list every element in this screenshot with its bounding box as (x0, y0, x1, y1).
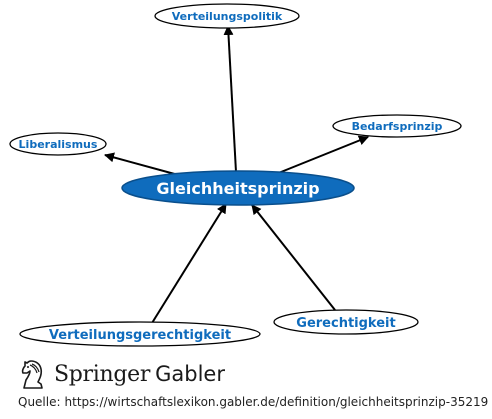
edge-gerechtigkeit-to-center (251, 204, 336, 311)
logo-sub: Gabler (155, 362, 225, 386)
concept-map: Gleichheitsprinzip Verteilungspolitik Li… (9, 3, 462, 347)
springer-gabler-logo: Springer Gabler (18, 358, 225, 390)
source-url[interactable]: https://wirtschaftslexikon.gabler.de/def… (64, 395, 489, 409)
node-bedarfsprinzip[interactable]: Bedarfsprinzip (332, 114, 462, 138)
source-label: Quelle: (18, 395, 61, 409)
edge-center-to-verteilungspolitik (223, 25, 237, 173)
edge-verteilungsgerechtigkeit-to-center (151, 203, 227, 324)
center-node[interactable]: Gleichheitsprinzip (121, 170, 355, 206)
node-verteilungspolitik-label: Verteilungspolitik (172, 10, 283, 23)
node-liberalismus-shape (9, 132, 107, 156)
node-liberalismus[interactable]: Liberalismus (9, 132, 107, 156)
source-line: Quelle:https://wirtschaftslexikon.gabler… (18, 395, 492, 409)
node-gerechtigkeit-shape (273, 309, 419, 335)
edge-center-to-bedarfsprinzip (275, 135, 369, 175)
center-node-shape (121, 170, 355, 206)
node-gerechtigkeit-label: Gerechtigkeit (296, 316, 395, 331)
node-liberalismus-label: Liberalismus (19, 138, 98, 151)
node-bedarfsprinzip-shape (332, 114, 462, 138)
node-verteilungsgerechtigkeit[interactable]: Verteilungsgerechtigkeit (19, 321, 261, 347)
node-bedarfsprinzip-label: Bedarfsprinzip (352, 120, 443, 133)
logo-brand: Springer (54, 361, 151, 387)
node-verteilungspolitik[interactable]: Verteilungspolitik (154, 3, 300, 29)
edge-center-to-liberalismus (104, 152, 183, 177)
node-verteilungsgerechtigkeit-shape (19, 321, 261, 347)
horse-chess-knight-icon (21, 360, 43, 389)
center-node-label: Gleichheitsprinzip (156, 179, 319, 198)
node-gerechtigkeit[interactable]: Gerechtigkeit (273, 309, 419, 335)
node-verteilungsgerechtigkeit-label: Verteilungsgerechtigkeit (49, 328, 231, 343)
node-verteilungspolitik-shape (154, 3, 300, 29)
